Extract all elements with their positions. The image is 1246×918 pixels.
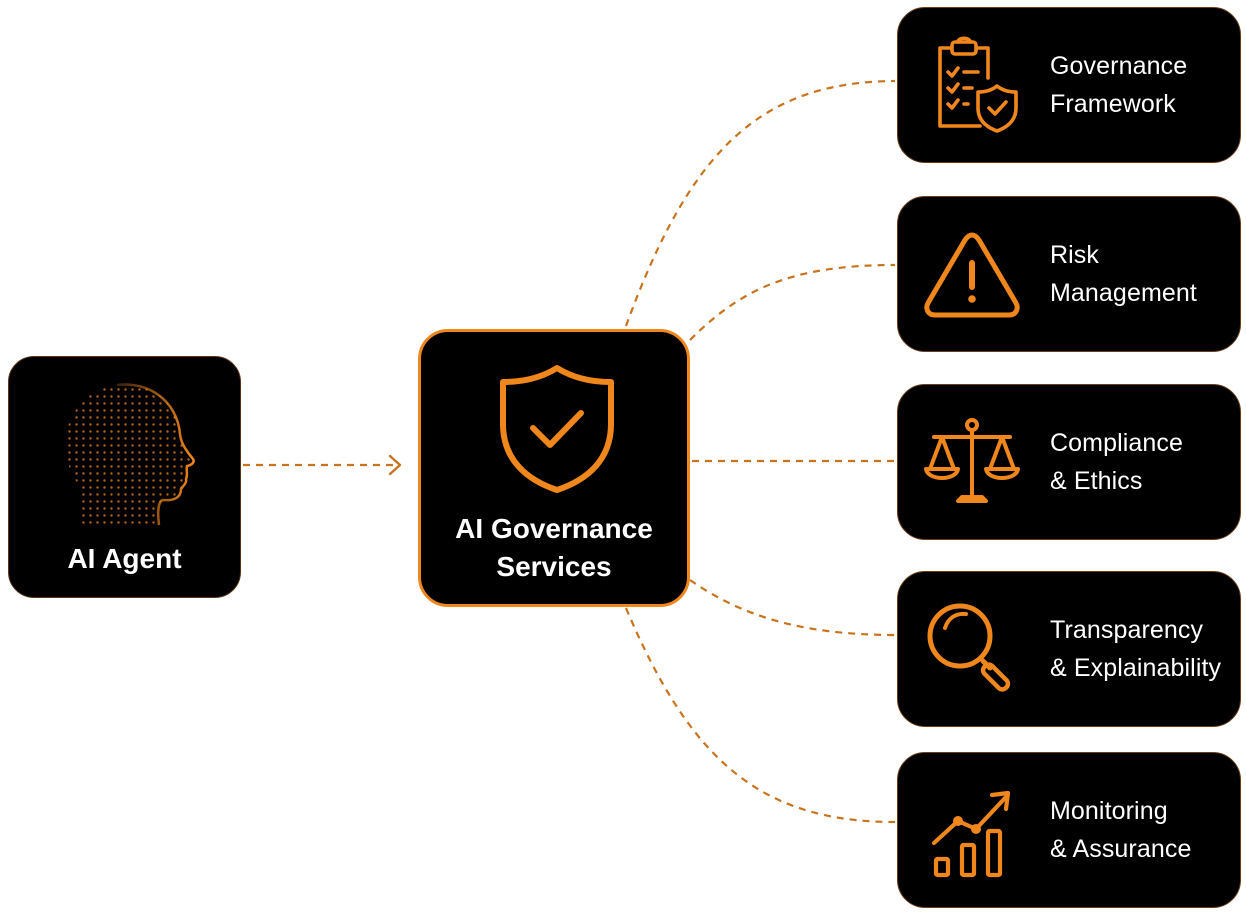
hub-to-transparency-connector	[689, 579, 896, 637]
trend-chart-icon	[931, 790, 1011, 878]
monitoring-assurance-label: Monitoring & Assurance	[1050, 797, 1192, 863]
ai-governance-services-label: AI Governance Services	[455, 513, 653, 582]
arrow-head-icon	[388, 454, 402, 476]
ai-head-icon	[65, 383, 195, 526]
transparency-explainability-label: Transparency & Explainability	[1050, 616, 1222, 682]
ai-agent-label: AI Agent	[67, 543, 182, 574]
compliance-ethics-card: Compliance & Ethics	[897, 384, 1241, 540]
compliance-ethics-label: Compliance & Ethics	[1050, 429, 1184, 495]
clipboard-shield-icon	[938, 36, 1018, 133]
balance-scale-icon	[924, 418, 1020, 503]
ai-governance-services-card: AI Governance Services	[418, 329, 690, 607]
transparency-explainability-card: Transparency & Explainability	[897, 571, 1241, 727]
warning-triangle-icon	[924, 232, 1020, 318]
hub-to-governance-connector	[624, 79, 896, 327]
monitoring-assurance-card: Monitoring & Assurance	[897, 752, 1241, 908]
shield-check-icon	[500, 365, 614, 493]
governance-framework-card: Governance Framework	[897, 7, 1241, 163]
hub-to-risk-connector	[689, 263, 896, 341]
governance-framework-label: Governance Framework	[1050, 52, 1188, 118]
risk-management-label: Risk Management	[1050, 241, 1197, 307]
risk-management-card: Risk Management	[897, 196, 1241, 352]
hub-to-monitoring-connector	[624, 607, 896, 824]
ai-agent-card: AI Agent	[8, 356, 241, 598]
magnifier-icon	[927, 603, 1011, 692]
